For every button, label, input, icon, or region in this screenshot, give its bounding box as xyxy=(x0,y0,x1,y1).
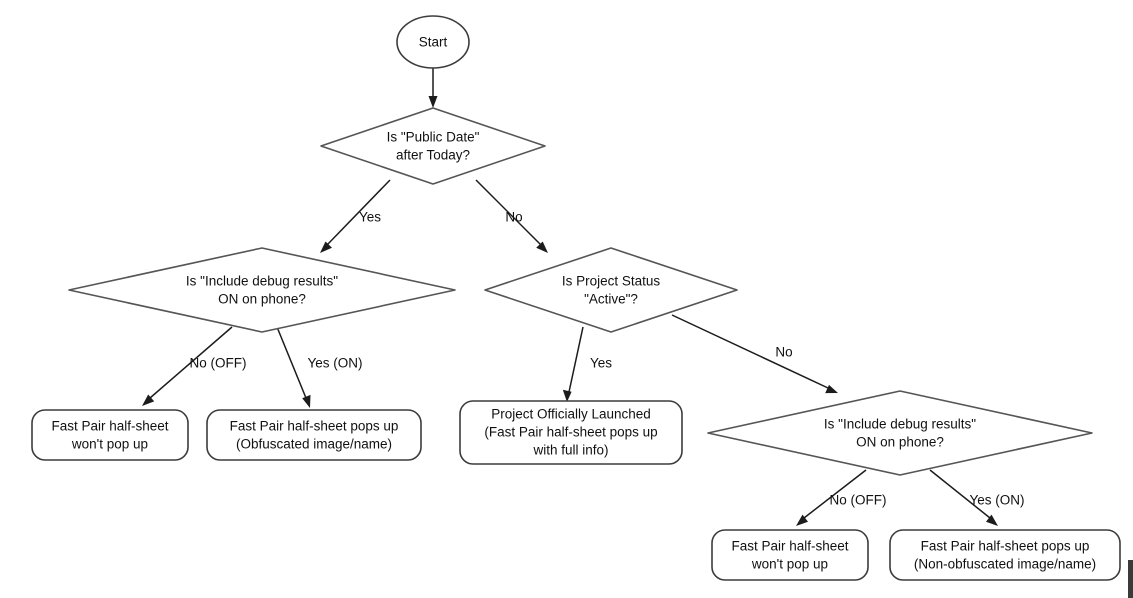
node-result-right-on-line2: (Non-obfuscated image/name) xyxy=(914,557,1096,572)
node-result-left-off-line2: won't pop up xyxy=(71,437,148,452)
node-decision-project-status[interactable]: Is Project Status "Active"? xyxy=(484,247,738,333)
node-decision-debug-right-line2: ON on phone? xyxy=(856,435,944,450)
node-result-left-on-line1: Fast Pair half-sheet pops up xyxy=(230,419,399,434)
edge-start-to-public-date xyxy=(428,68,438,108)
node-decision-debug-right[interactable]: Is "Include debug results" ON on phone? xyxy=(707,390,1093,476)
node-decision-project-status-line1: Is Project Status xyxy=(562,274,661,289)
node-result-launched-line1: Project Officially Launched xyxy=(491,407,651,422)
edge-debug-right-no: No (OFF) xyxy=(796,469,887,526)
node-decision-public-date[interactable]: Is "Public Date" after Today? xyxy=(320,107,546,185)
edge-label-debug-right-yes: Yes (ON) xyxy=(969,493,1024,508)
node-result-launched-line3: with full info) xyxy=(532,443,608,458)
node-result-launched-line2: (Fast Pair half-sheet pops up xyxy=(484,425,657,440)
node-decision-debug-right-line1: Is "Include debug results" xyxy=(824,417,976,432)
edge-project-status-yes: Yes xyxy=(562,326,612,402)
edge-debug-left-no: No (OFF) xyxy=(142,326,247,406)
node-result-right-on-line1: Fast Pair half-sheet pops up xyxy=(921,539,1090,554)
node-decision-debug-left-line2: ON on phone? xyxy=(218,292,306,307)
edge-label-public-date-yes: Yes xyxy=(359,210,381,225)
edge-public-date-no: No xyxy=(475,179,548,253)
edge-label-debug-left-yes: Yes (ON) xyxy=(307,356,362,371)
node-result-right-on[interactable]: Fast Pair half-sheet pops up (Non-obfusc… xyxy=(889,529,1121,581)
node-result-right-off[interactable]: Fast Pair half-sheet won't pop up xyxy=(711,529,869,581)
edge-debug-right-yes: Yes (ON) xyxy=(929,469,1025,526)
node-start-label: Start xyxy=(419,35,448,50)
node-decision-public-date-line2: after Today? xyxy=(396,148,470,163)
node-result-right-off-line2: won't pop up xyxy=(751,557,828,572)
node-decision-project-status-line2: "Active"? xyxy=(584,292,638,307)
edge-project-status-no: No xyxy=(671,314,838,394)
edge-public-date-yes: Yes xyxy=(320,179,391,253)
edge-label-project-status-yes: Yes xyxy=(590,356,612,371)
node-decision-public-date-line1: Is "Public Date" xyxy=(387,130,480,145)
node-result-left-off-line1: Fast Pair half-sheet xyxy=(51,419,168,434)
edge-label-public-date-no: No xyxy=(505,210,522,225)
edge-debug-left-yes: Yes (ON) xyxy=(276,326,363,408)
node-decision-debug-left[interactable]: Is "Include debug results" ON on phone? xyxy=(68,247,456,333)
page-edge-mark xyxy=(1128,560,1133,598)
node-result-right-off-line1: Fast Pair half-sheet xyxy=(731,539,848,554)
node-result-left-on-line2: (Obfuscated image/name) xyxy=(236,437,392,452)
node-start[interactable]: Start xyxy=(396,15,470,69)
node-result-left-on[interactable]: Fast Pair half-sheet pops up (Obfuscated… xyxy=(206,409,422,461)
edge-label-debug-right-no: No (OFF) xyxy=(830,493,887,508)
edge-label-debug-left-no: No (OFF) xyxy=(190,356,247,371)
edge-label-project-status-no: No xyxy=(775,345,792,360)
node-decision-debug-left-line1: Is "Include debug results" xyxy=(186,274,338,289)
node-result-launched[interactable]: Project Officially Launched (Fast Pair h… xyxy=(459,400,683,465)
node-result-left-off[interactable]: Fast Pair half-sheet won't pop up xyxy=(31,409,189,461)
